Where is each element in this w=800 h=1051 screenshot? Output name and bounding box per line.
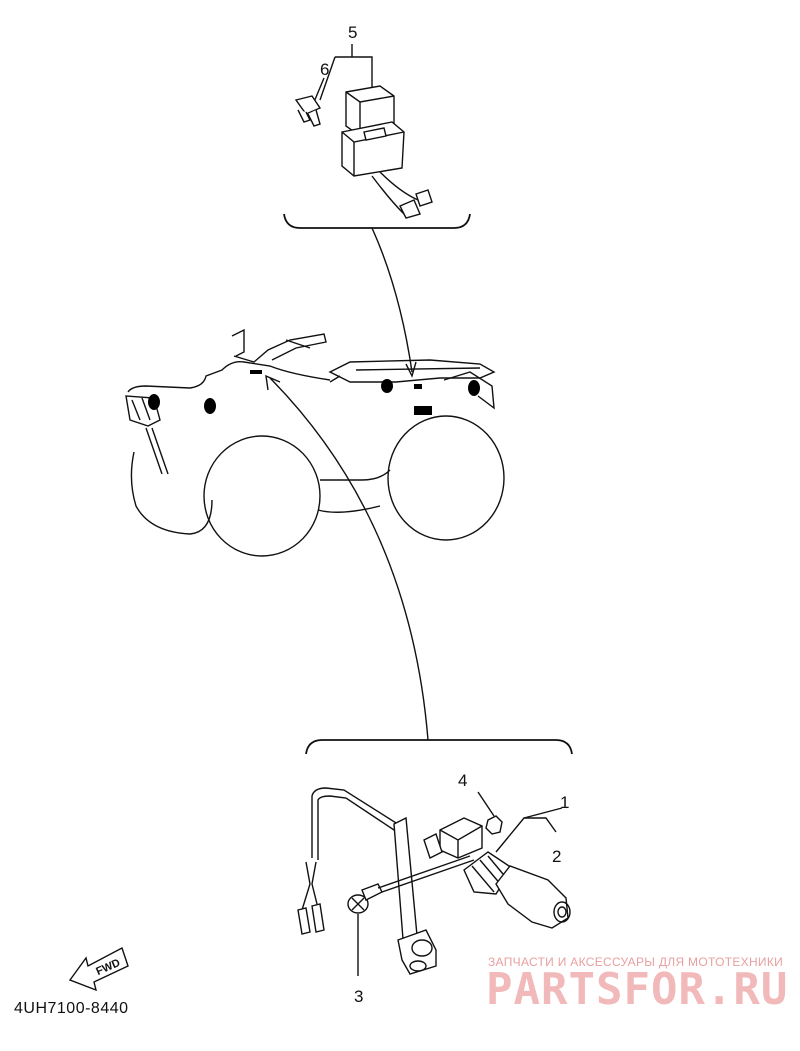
body-mark: [414, 406, 432, 415]
front-lamp-left: [148, 394, 160, 410]
rear-lamp: [468, 380, 480, 396]
fwd-arrow-icon: FWD: [68, 946, 129, 992]
top-leader-line: [371, 227, 413, 373]
diagram-code: 4UH7100-8440: [14, 1000, 129, 1017]
callout-3: 3: [354, 987, 363, 1006]
screw-part: [347, 855, 475, 914]
relay-part: [341, 85, 433, 219]
callout-2: 2: [552, 847, 561, 866]
switch-assembly: [297, 739, 573, 976]
front-lamp-right: [204, 398, 216, 414]
front-wheel-center: [203, 435, 321, 557]
callout-5: 5: [348, 23, 357, 42]
front-wheel-left: [130, 451, 213, 535]
rear-wheel: [387, 415, 505, 541]
watermark-logo: PARTSFOR.RU: [486, 964, 789, 1015]
switch-location-mark: [250, 370, 262, 374]
relay-assembly: [283, 44, 471, 229]
callout-1: 1: [560, 793, 569, 812]
bottom-brace: [305, 739, 573, 755]
watermark-tagline: ЗАПЧАСТИ И АКСЕССУАРЫ ДЛЯ МОТОТЕХНИКИ: [488, 955, 784, 969]
fuse-part: [294, 95, 322, 127]
top-brace: [283, 213, 471, 229]
bottom-leader-line: [269, 377, 429, 741]
relay-location-mark: [414, 384, 422, 389]
nut-part: [485, 815, 503, 835]
callout-6: 6: [320, 60, 329, 79]
body-lamp-center: [381, 379, 393, 393]
atv-silhouette: [125, 328, 505, 557]
callout-4: 4: [458, 771, 467, 790]
